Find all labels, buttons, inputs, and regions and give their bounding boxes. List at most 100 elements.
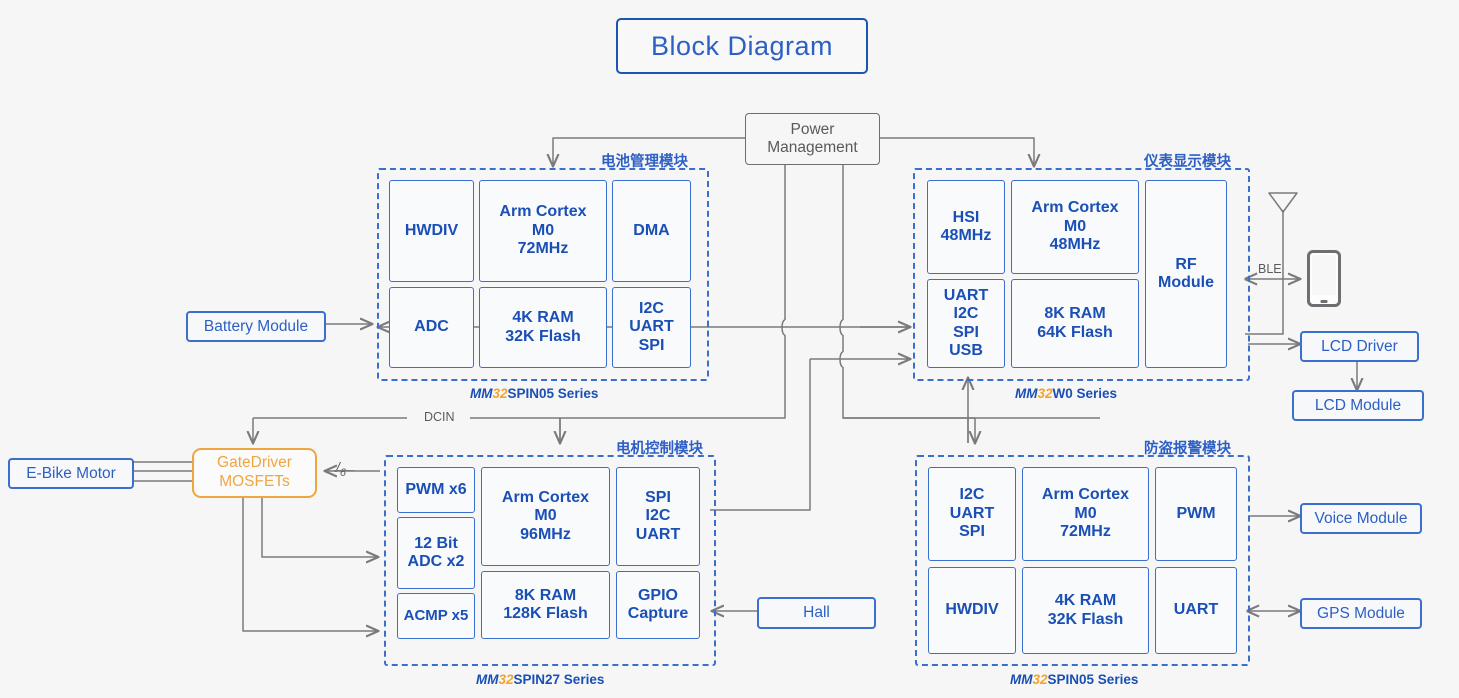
voice-module-label: Voice Module <box>1314 509 1408 527</box>
gate-driver-mosfets-block[interactable]: GateDriver MOSFETs <box>192 448 317 498</box>
hall-sensor-block[interactable]: Hall <box>757 597 876 629</box>
battery-module-label: Battery Module <box>203 317 309 335</box>
six-lines-count: 6 <box>339 467 347 479</box>
cell-label: HWDIV <box>945 601 999 619</box>
cell-label: ACMP x5 <box>403 607 469 625</box>
series-label-motor-control: MM32SPIN27 Series <box>476 672 604 687</box>
ebike-motor-block[interactable]: E-Bike Motor <box>8 458 134 489</box>
phone-screen <box>1312 255 1336 295</box>
lcd-driver-block[interactable]: LCD Driver <box>1300 331 1419 362</box>
series-number: 32 <box>1032 672 1048 687</box>
hall-label: Hall <box>803 604 830 621</box>
series-label-instrument-display: MM32W0 Series <box>1015 386 1117 401</box>
series-rest: W0 Series <box>1052 386 1118 401</box>
cell-label: HWDIV <box>404 221 459 239</box>
cell-label: UART <box>1173 601 1219 619</box>
ble-label: BLE <box>1258 262 1282 276</box>
six-lines-slash: / <box>336 459 340 475</box>
cell-alarm-hwdiv: HWDIV <box>928 567 1016 654</box>
cell-battery-hwdiv: HWDIV <box>389 180 474 282</box>
cell-motor-acmp: ACMP x5 <box>397 593 475 639</box>
module-title-motor-control: 电机控制模块 <box>616 441 703 457</box>
series-label-battery-management: MM32SPIN05 Series <box>470 386 598 401</box>
cell-label: ADC <box>414 318 449 336</box>
cell-label: PWM x6 <box>405 480 467 498</box>
cell-alarm-pwm: PWM <box>1155 467 1237 561</box>
power-management-block: Power Management <box>745 113 880 165</box>
cell-alarm-uart: UART <box>1155 567 1237 654</box>
cell-battery-adc: ADC <box>389 287 474 368</box>
voice-module-block[interactable]: Voice Module <box>1300 503 1422 534</box>
series-number: 32 <box>498 672 514 687</box>
gps-module-block[interactable]: GPS Module <box>1300 598 1422 629</box>
lcd-driver-label: LCD Driver <box>1321 337 1398 355</box>
series-rest: SPIN05 Series <box>1047 672 1139 687</box>
series-prefix: MM <box>470 386 493 401</box>
module-title-battery-management: 电池管理模块 <box>601 154 688 170</box>
lcd-module-label: LCD Module <box>1314 396 1402 414</box>
battery-module-block[interactable]: Battery Module <box>186 311 326 342</box>
lcd-module-block[interactable]: LCD Module <box>1292 390 1424 421</box>
gate-driver-line1: GateDriver <box>217 454 292 472</box>
power-management-line1: Power <box>790 120 835 138</box>
six-lines-bar <box>334 470 354 472</box>
smartphone-icon <box>1307 250 1341 307</box>
series-rest: SPIN27 Series <box>513 672 605 687</box>
phone-home-button <box>1320 299 1328 303</box>
gps-module-label: GPS Module <box>1317 604 1405 622</box>
module-title-anti-theft-alarm: 防盗报警模块 <box>1144 441 1231 457</box>
module-title-instrument-display: 仪表显示模块 <box>1144 154 1231 170</box>
page-title: Block Diagram <box>616 18 868 74</box>
series-number: 32 <box>1037 386 1053 401</box>
cell-label: DMA <box>633 221 670 239</box>
cell-battery-dma: DMA <box>612 180 691 282</box>
series-prefix: MM <box>1015 386 1038 401</box>
cell-label: PWM <box>1176 504 1216 522</box>
page-title-text: Block Diagram <box>650 30 834 61</box>
series-label-anti-theft-alarm: MM32SPIN05 Series <box>1010 672 1138 687</box>
six-lines-label: /6 <box>336 459 346 479</box>
series-rest: SPIN05 Series <box>507 386 599 401</box>
ebike-motor-label: E-Bike Motor <box>26 464 116 482</box>
series-prefix: MM <box>476 672 499 687</box>
series-number: 32 <box>492 386 508 401</box>
cell-motor-pwm: PWM x6 <box>397 467 475 513</box>
